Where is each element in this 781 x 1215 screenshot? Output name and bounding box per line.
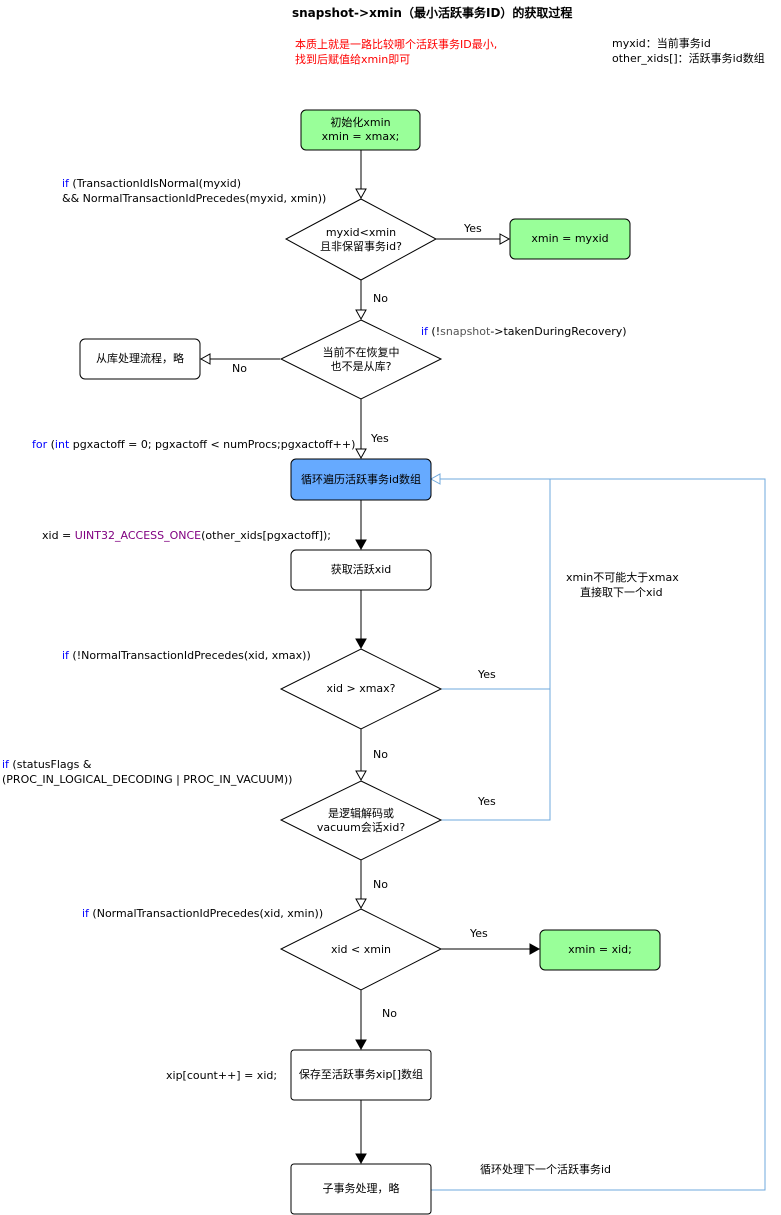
edge-label-no2: No xyxy=(232,362,247,375)
edges xyxy=(199,150,541,1165)
cond-xid-assign: xid = UINT32_ACCESS_ONCE(other_xids[pgxa… xyxy=(42,529,331,542)
legend-other-xids: other_xids[]：活跃事务id数组 xyxy=(612,52,765,65)
summary-note-line2: 找到后赋值给xmin即可 xyxy=(295,53,411,66)
note-skip-line1: xmin不可能大于xmax xyxy=(566,571,679,584)
cond-for-loop: for (int pgxactoff = 0; pgxactoff < numP… xyxy=(32,438,356,451)
node-init-line1: 初始化xmin xyxy=(330,116,391,129)
node-subtx: 子事务处理，略 xyxy=(322,1182,400,1195)
cond-recovery: if (!snapshot->takenDuringRecovery) xyxy=(421,325,627,338)
decision-recovery-line1: 当前不在恢复中 xyxy=(322,345,400,359)
node-d-decoding-shape xyxy=(279,780,443,861)
node-loop-rect xyxy=(290,458,432,501)
node-replica-rect xyxy=(79,338,201,380)
node-save: 保存至活跃事务xip[]数组 xyxy=(298,1068,424,1081)
node-assign-myxid-rect xyxy=(509,218,631,260)
decision-myxid-line2: 且非保留事务id? xyxy=(320,239,402,253)
cond-status-line2: (PROC_IN_LOGICAL_DECODING | PROC_IN_VACU… xyxy=(2,773,293,786)
node-d-recovery-shape xyxy=(279,319,443,400)
edge-label-yes5: Yes xyxy=(470,927,488,940)
edge-subtx-loop xyxy=(431,478,766,1191)
edge-d4-yes-loop xyxy=(441,689,551,821)
decision-recovery: 当前不在恢复中也不是从库? xyxy=(281,320,441,399)
node-assign-xid-rect xyxy=(539,929,661,971)
summary-note-line1: 本质上就是一路比较哪个活跃事务ID最小, xyxy=(295,38,498,51)
node-get-xid: 获取活跃xid xyxy=(330,563,392,576)
cond-xmin: if (NormalTransactionIdPrecedes(xid, xmi… xyxy=(82,907,324,920)
node-save-rect xyxy=(290,1049,432,1101)
decision-decoding-line1: 是逻辑解码或 xyxy=(328,806,394,820)
cond-myxid-line1: if (TransactionIdIsNormal(myxid) xyxy=(62,177,242,190)
loop-edges xyxy=(429,473,766,1191)
node-init-line2: xmin = xmax; xyxy=(321,130,400,143)
node-subtx-rect xyxy=(290,1163,432,1215)
edge-label-no1: No xyxy=(373,292,388,305)
decision-decoding-line2: vacuum会话xid? xyxy=(316,820,406,834)
node-loop: 循环遍历活跃事务id数组 xyxy=(300,472,422,486)
edge-label-yes1: Yes xyxy=(464,222,482,235)
node-assign-xid: xmin = xid; xyxy=(568,943,632,956)
node-init-rect xyxy=(300,109,421,151)
node-replica: 从库处理流程，略 xyxy=(96,352,184,365)
cond-xip: xip[count++] = xid; xyxy=(166,1069,278,1082)
note-skip-line2: 直接取下一个xid xyxy=(580,586,663,599)
edge-label-no5: No xyxy=(382,1007,397,1020)
edge-d3-yes-loop xyxy=(429,473,551,690)
node-d-myxid-shape xyxy=(284,198,438,281)
cond-status-line1: if (statusFlags & xyxy=(2,758,92,771)
edge-label-yes4: Yes xyxy=(478,795,496,808)
decision-myxid-line1: myxid<xmin xyxy=(325,225,397,239)
node-get-xid-rect xyxy=(290,549,432,591)
legend-myxid: myxid：当前事务id xyxy=(612,37,711,50)
cond-xmax: if (!NormalTransactionIdPrecedes(xid, xm… xyxy=(62,649,311,662)
note-next: 循环处理下一个活跃事务id xyxy=(480,1163,612,1176)
edge-label-no3: No xyxy=(373,748,388,761)
edge-label-yes2: Yes xyxy=(371,432,389,445)
edge-label-no4: No xyxy=(373,878,388,891)
decision-recovery-line2: 也不是从库? xyxy=(330,359,392,373)
decision-xmax: xid > xmax? xyxy=(326,682,396,695)
node-assign-myxid: xmin = myxid xyxy=(531,232,609,245)
node-d-xmax-shape xyxy=(279,648,443,730)
decision-xmin: xid < xmin xyxy=(330,942,391,956)
edge-label-yes3: Yes xyxy=(478,668,496,681)
diagram-title: snapshot->xmin（最小活跃事务ID）的获取过程 xyxy=(292,6,573,20)
cond-myxid-line2: && NormalTransactionIdPrecedes(myxid, xm… xyxy=(62,192,327,205)
node-d-xmin-shape xyxy=(279,908,443,991)
